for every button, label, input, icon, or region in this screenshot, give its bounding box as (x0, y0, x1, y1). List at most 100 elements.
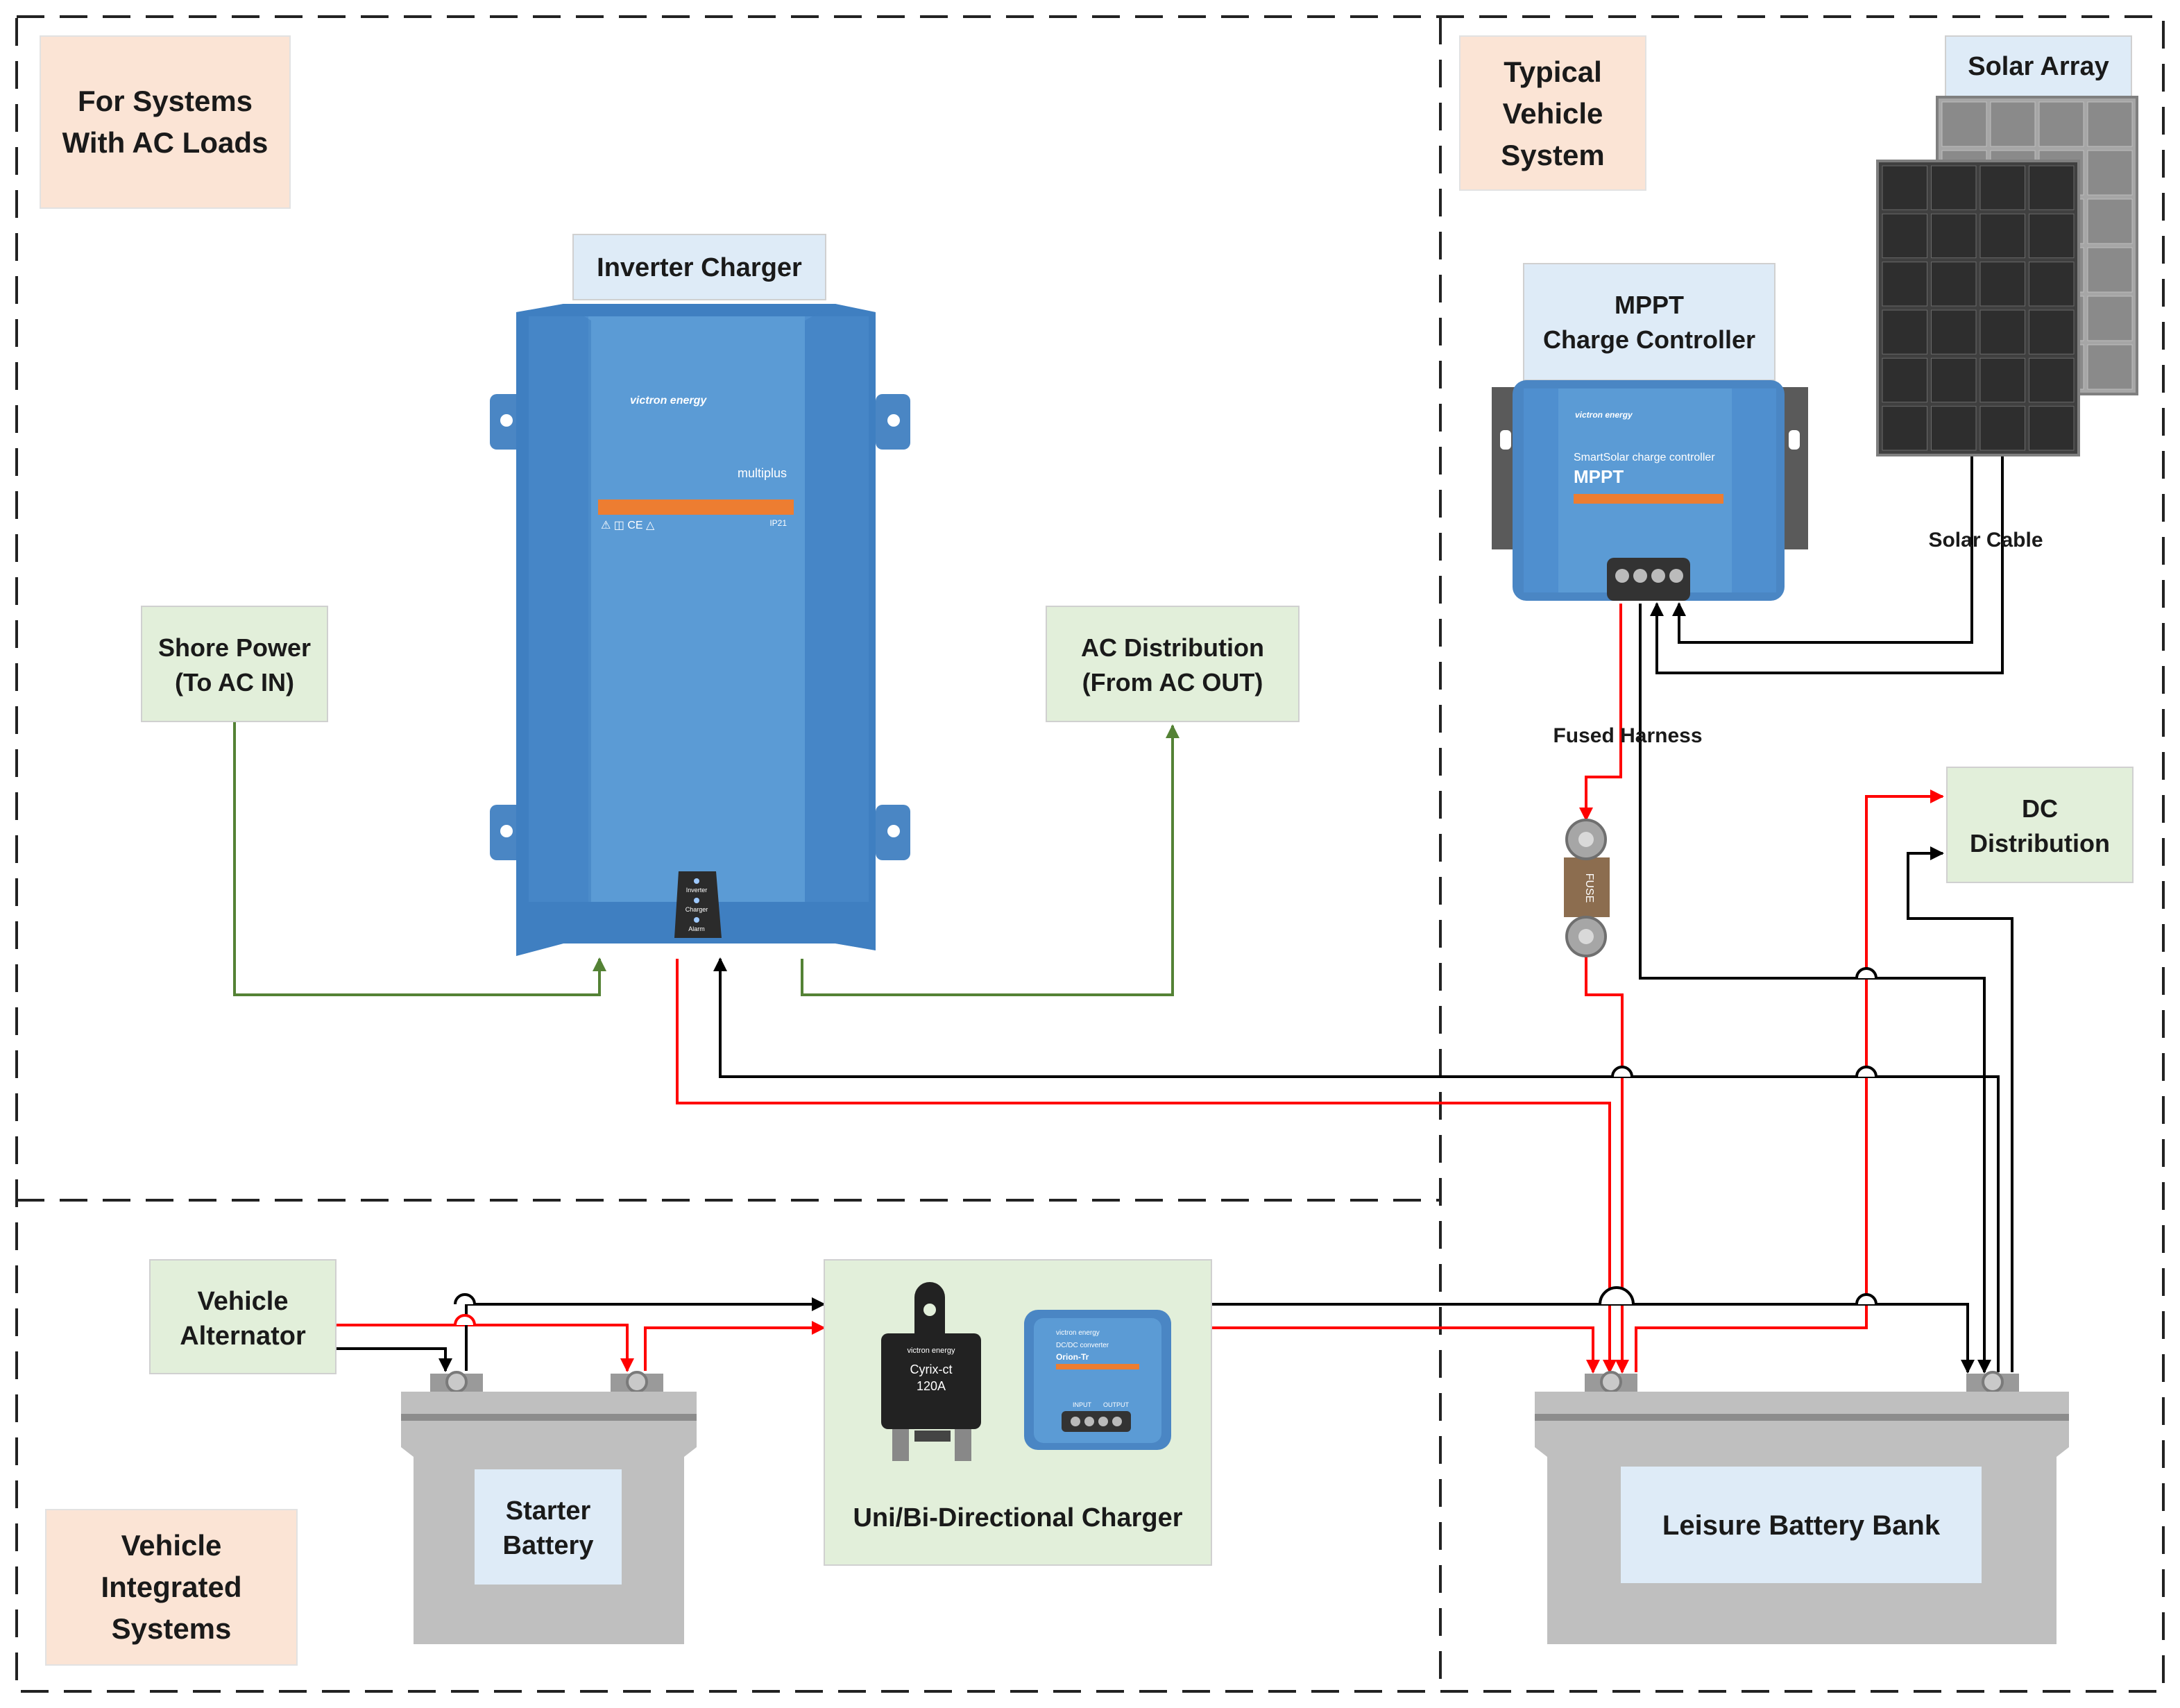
solar-array (1876, 96, 2138, 456)
leisure-battery: Leisure Battery Bank (1535, 1371, 2069, 1644)
mppt-negative-wire (1639, 604, 1991, 1374)
solar-cell (2029, 357, 2075, 403)
svg-text:Alternator: Alternator (180, 1322, 306, 1351)
inverter-charger-label: Inverter Charger (572, 234, 826, 300)
svg-text:Charger: Charger (685, 906, 708, 913)
solar-cell (1882, 165, 1927, 210)
solar-cell (1931, 165, 1977, 210)
region-label-typical-vehicle: Typical Vehicle System (1459, 35, 1646, 191)
ac-wiring (233, 721, 1180, 996)
svg-text:INPUT: INPUT (1073, 1401, 1092, 1408)
solar-cell (1931, 262, 1977, 307)
svg-text:multiplus: multiplus (738, 466, 787, 480)
svg-text:AC Distribution: AC Distribution (1081, 633, 1264, 662)
svg-text:MPPT: MPPT (1615, 291, 1684, 319)
svg-text:DC: DC (2022, 794, 2058, 823)
solar-cell (1979, 357, 2025, 403)
svg-text:With AC Loads: With AC Loads (62, 126, 269, 159)
svg-text:Uni/Bi-Directional Charger: Uni/Bi-Directional Charger (853, 1503, 1182, 1532)
mppt-to-fuse-wire (1579, 604, 1622, 821)
solar-cell (1931, 406, 1977, 451)
starter-battery: Starter Battery (401, 1371, 697, 1644)
solar-cell (1979, 165, 2025, 210)
negative-wiring (336, 455, 2013, 1374)
svg-text:victron energy: victron energy (1056, 1329, 1100, 1337)
ac-distribution-label: AC Distribution (From AC OUT) (1046, 606, 1300, 722)
solar-cell (1882, 262, 1927, 307)
solar-cable-negative (1672, 455, 1973, 644)
svg-text:victron energy: victron energy (907, 1347, 955, 1355)
solar-cell (1882, 309, 1927, 355)
solar-array-label: Solar Array (1945, 35, 2132, 98)
svg-text:Leisure Battery Bank: Leisure Battery Bank (1662, 1510, 1941, 1541)
svg-text:Alarm: Alarm (688, 925, 705, 932)
solar-cable-label: Solar Cable (1928, 529, 2043, 552)
svg-text:Inverter: Inverter (686, 887, 708, 894)
mppt-device: victron energy SmartSolar charge control… (1492, 380, 1808, 601)
svg-text:victron energy: victron energy (630, 395, 707, 407)
svg-text:DC/DC converter: DC/DC converter (1056, 1342, 1109, 1349)
charger-to-leisure-positive-wire (1211, 1326, 1600, 1374)
solar-cell (1979, 213, 2025, 259)
shore-power-label: Shore Power (To AC IN) (141, 606, 328, 722)
solar-cell (2029, 262, 2075, 307)
starter-to-charger-positive-wire (644, 1321, 826, 1371)
solar-cell (1882, 213, 1927, 259)
solar-cell (2087, 150, 2133, 196)
solar-cell (2087, 101, 2133, 147)
inverter-positive-wire (676, 959, 1617, 1374)
positive-wiring (336, 604, 1944, 1374)
svg-text:Vehicle: Vehicle (121, 1529, 222, 1562)
solar-cell (1990, 101, 2036, 147)
solar-cell (1882, 357, 1927, 403)
solar-cell (1931, 309, 1977, 355)
solar-cell (2087, 198, 2133, 244)
solar-cell (2087, 247, 2133, 293)
svg-text:Typical: Typical (1504, 55, 1602, 88)
solar-cell (2029, 165, 2075, 210)
solar-cell (2087, 344, 2133, 390)
dc-distribution-positive-wire (1635, 789, 1944, 1372)
svg-text:Solar Array: Solar Array (1968, 52, 2109, 81)
svg-text:For Systems: For Systems (78, 85, 253, 117)
alternator-negative-wire (336, 1347, 452, 1372)
svg-text:120A: 120A (917, 1379, 946, 1393)
svg-text:SmartSolar charge controller: SmartSolar charge controller (1574, 452, 1715, 463)
wire-hops (454, 967, 1877, 1326)
solar-cell (2029, 406, 2075, 451)
dc-distribution-label: DC Distribution (1946, 767, 2134, 883)
fused-harness-label: Fused Harness (1553, 724, 1702, 747)
region-borders (15, 15, 2165, 1693)
svg-text:Battery: Battery (503, 1531, 594, 1560)
svg-text:Systems: Systems (112, 1612, 232, 1645)
charger-group: victron energy Cyrix-ct 120A victron ene… (824, 1259, 1212, 1566)
svg-text:Shore Power: Shore Power (158, 633, 311, 662)
svg-text:Charge Controller: Charge Controller (1543, 325, 1755, 354)
solar-cell (1941, 101, 1987, 147)
svg-text:IP21: IP21 (769, 518, 787, 528)
mppt-label: MPPT Charge Controller (1523, 263, 1775, 381)
svg-text:⚠ ◫ CE △: ⚠ ◫ CE △ (601, 520, 655, 531)
dc-distribution-negative-wire (1907, 846, 2013, 1372)
multiplus-device: victron energy multiplus IP21 ⚠ ◫ CE △ I… (490, 304, 910, 956)
svg-text:OUTPUT: OUTPUT (1103, 1401, 1130, 1408)
outer-border (15, 15, 2165, 1693)
svg-text:Vehicle: Vehicle (198, 1287, 289, 1316)
fuse-device: FUSE (1564, 819, 1610, 957)
solar-cell (1979, 262, 2025, 307)
solar-cell (1979, 406, 2025, 451)
svg-text:(From AC OUT): (From AC OUT) (1082, 668, 1263, 697)
solar-cell (1979, 309, 2025, 355)
solar-cable-positive (1650, 455, 2004, 674)
solar-cell (1931, 357, 1977, 403)
solar-cell (2029, 309, 2075, 355)
svg-text:Integrated: Integrated (101, 1571, 241, 1603)
svg-text:Inverter Charger: Inverter Charger (597, 253, 802, 282)
svg-text:Cyrix-ct: Cyrix-ct (910, 1363, 953, 1376)
svg-text:System: System (1501, 139, 1604, 171)
svg-text:MPPT: MPPT (1574, 466, 1624, 487)
solar-cell (2087, 296, 2133, 341)
svg-text:Starter: Starter (506, 1496, 591, 1526)
svg-text:(To AC IN): (To AC IN) (175, 668, 294, 697)
